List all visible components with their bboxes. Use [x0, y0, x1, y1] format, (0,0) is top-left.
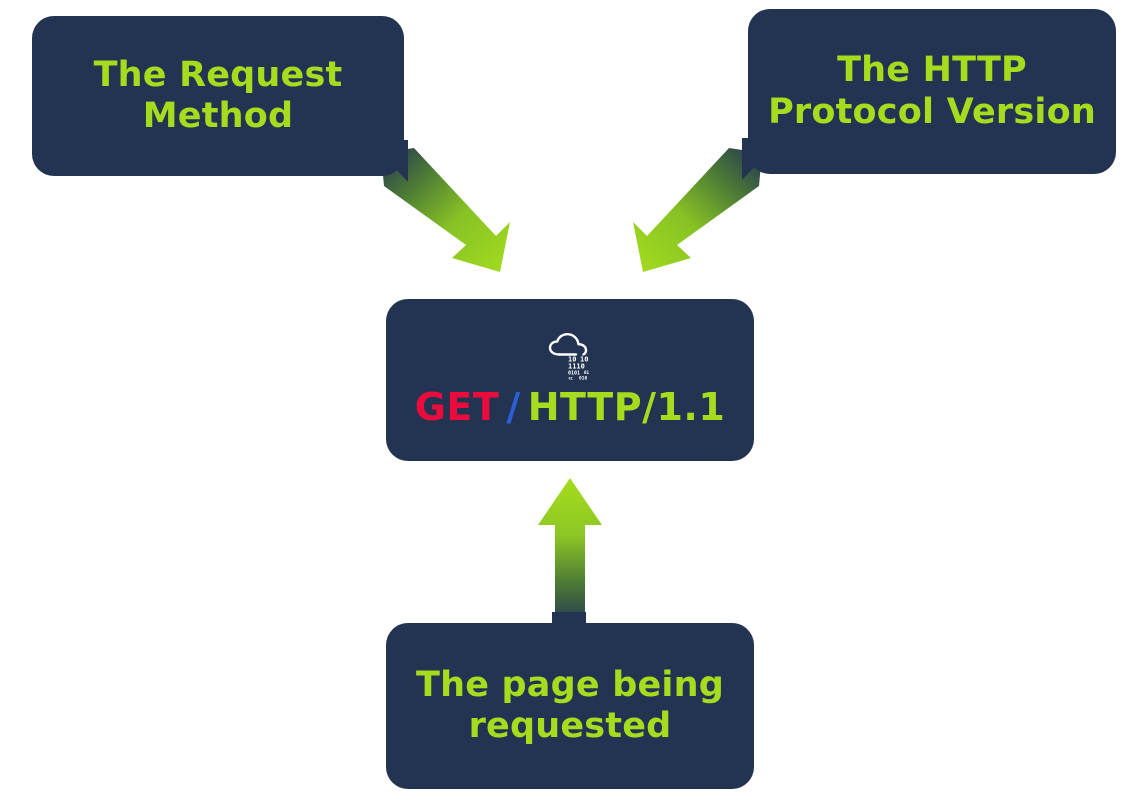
arrow-page: [538, 478, 602, 628]
arrow-protocol: [633, 148, 762, 272]
request-line-method: GET: [414, 385, 500, 429]
request-line-path: /: [506, 385, 521, 429]
request-line-box[interactable]: 10 10 1110 0101 01 01 010 GET / HTTP/1.1: [386, 299, 754, 461]
arrow-method: [381, 148, 510, 272]
svg-text:1110: 1110: [568, 363, 585, 371]
callout-page-requested-label: The page being requested: [416, 664, 724, 746]
request-line-text: GET / HTTP/1.1: [415, 385, 726, 429]
callout-protocol-version[interactable]: The HTTP Protocol Version: [748, 9, 1116, 174]
svg-text:10: 10: [568, 356, 576, 364]
svg-text:01: 01: [569, 377, 573, 381]
callout-protocol-version-label: The HTTP Protocol Version: [768, 50, 1096, 132]
svg-text:0101: 0101: [568, 371, 580, 377]
callout-request-method-label: The Request Method: [93, 54, 343, 136]
svg-text:01: 01: [584, 370, 590, 375]
request-line-protocol: HTTP/1.1: [527, 385, 726, 429]
svg-text:10: 10: [580, 356, 588, 364]
callout-request-method[interactable]: The Request Method: [32, 16, 404, 176]
svg-text:010: 010: [579, 376, 588, 382]
cloud-binary-icon: 10 10 1110 0101 01 01 010: [548, 333, 590, 382]
callout-page-requested[interactable]: The page being requested: [386, 623, 754, 789]
